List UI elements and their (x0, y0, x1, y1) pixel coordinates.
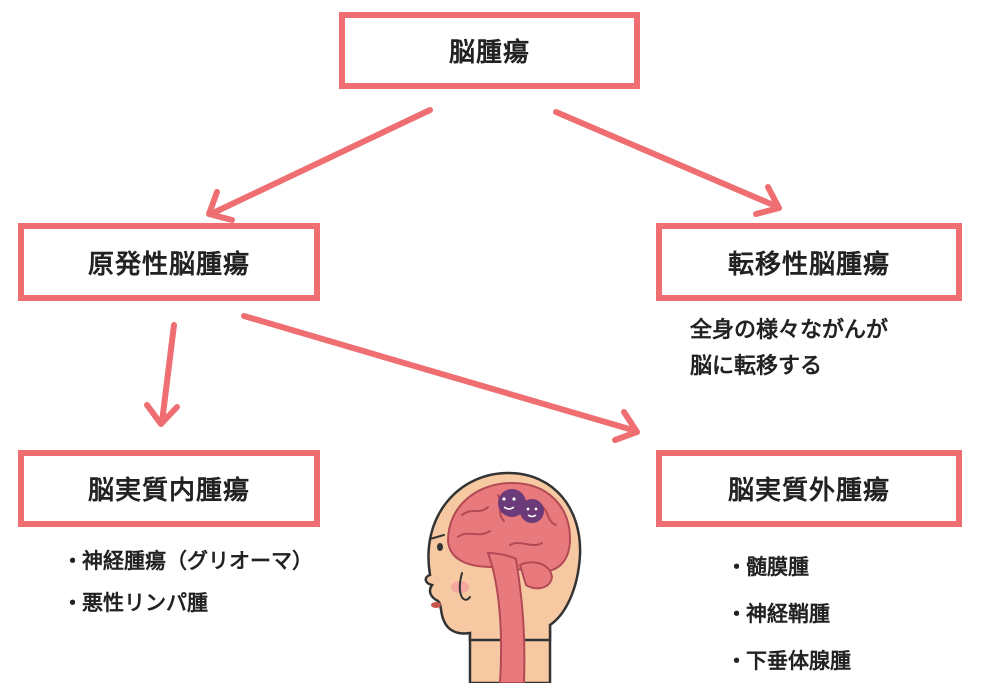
list-item: ・髄膜腫 (726, 544, 851, 591)
metastatic-brain-tumor-box: 転移性脳腫瘍 (656, 223, 962, 301)
intra-axial-tumor-list: ・神経腫瘍（グリオーマ） ・悪性リンパ腫 (62, 540, 313, 624)
bullet: ・ (62, 591, 83, 615)
metastatic-note-line-2: 脳に転移する (690, 354, 823, 379)
tumor-icon (498, 489, 544, 523)
list-item-label: 神経腫瘍（グリオーマ） (82, 549, 313, 573)
extra-axial-tumor-list: ・髄膜腫 ・神経鞘腫 ・下垂体腺腫 (726, 544, 851, 685)
arrow-primary-to-extra (241, 313, 640, 443)
list-item-label: 下垂体腺腫 (746, 649, 851, 673)
list-item: ・神経腫瘍（グリオーマ） (62, 540, 313, 582)
list-item-label: 神経鞘腫 (746, 602, 830, 626)
list-item-label: 悪性リンパ腫 (82, 591, 208, 615)
arrow-root-to-primary (206, 107, 433, 223)
intra-axial-tumor-box: 脳実質内腫瘍 (18, 450, 320, 527)
brain-tumor-box: 脳腫瘍 (339, 12, 640, 89)
list-item: ・神経鞘腫 (726, 591, 851, 638)
list-item-label: 髄膜腫 (746, 555, 809, 579)
list-item: ・下垂体腺腫 (726, 638, 851, 685)
brain-tumor-head-illustration (424, 471, 582, 683)
primary-brain-tumor-box: 原発性脳腫瘍 (18, 223, 320, 301)
extra-axial-tumor-box: 脳実質外腫瘍 (656, 450, 962, 527)
metastatic-note: 全身の様々ながんが 脳に転移する (690, 313, 888, 385)
bullet: ・ (62, 549, 83, 573)
arrow-primary-to-intra (144, 322, 180, 427)
arrow-root-to-metastatic (553, 109, 782, 217)
bullet: ・ (726, 602, 747, 626)
metastatic-note-line-1: 全身の様々ながんが (690, 318, 889, 343)
list-item: ・悪性リンパ腫 (62, 582, 313, 624)
bullet: ・ (726, 649, 747, 673)
bullet: ・ (726, 555, 747, 579)
